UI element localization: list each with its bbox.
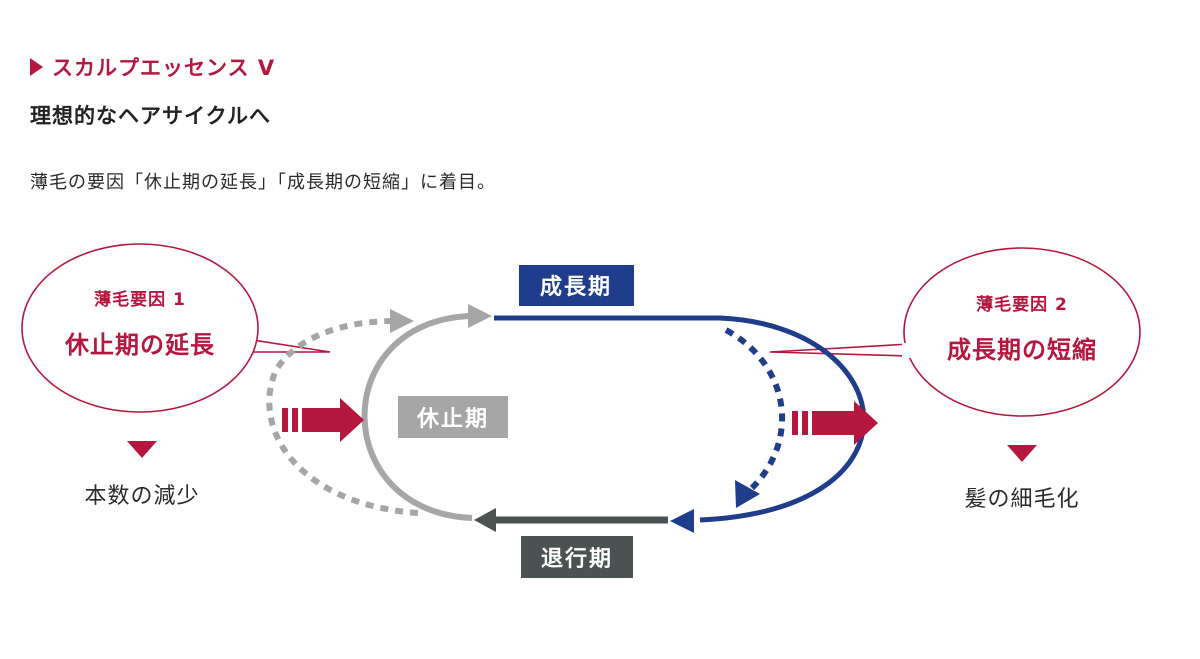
subtitle: 理想的なヘアサイクルへ [30, 104, 271, 128]
right-bubble-title: 成長期の短縮 [947, 336, 1097, 364]
right-down-triangle-icon [1007, 445, 1037, 462]
resting-phase-text: 休止期 [416, 407, 489, 432]
extended-resting-dotted-path [266, 318, 419, 516]
right-bubble-label: 薄毛要因 2 [976, 294, 1068, 315]
triangle-bullet-icon [30, 58, 43, 76]
resting-phase-arc [361, 313, 473, 521]
resting-phase-label: 休止期 [398, 396, 508, 438]
left-result-text: 本数の減少 [84, 484, 199, 509]
left-down-triangle-icon [127, 441, 157, 458]
left-bubble-ellipse [21, 243, 259, 413]
left-red-arrow [282, 398, 364, 442]
right-result-text: 髪の細毛化 [964, 487, 1079, 512]
left-bubble-label: 薄毛要因 1 [94, 289, 186, 310]
growth-arrowhead-icon [670, 509, 694, 533]
growth-phase-text: 成長期 [540, 275, 612, 300]
regression-phase-label: 退行期 [521, 536, 633, 578]
growth-phase-label: 成長期 [519, 265, 634, 306]
regression-phase-text: 退行期 [541, 546, 613, 572]
left-bubble-title: 休止期の延長 [64, 331, 215, 359]
right-bubble: 薄毛要因 2 成長期の短縮 [769, 247, 1141, 417]
dotted-growth-arrowhead-icon [735, 480, 760, 508]
section-title: スカルプエッセンス V [52, 56, 276, 80]
right-bubble-ellipse [903, 247, 1141, 417]
right-red-arrow [792, 401, 878, 445]
right-bubble-tail [769, 343, 911, 357]
resting-arrowhead-icon [468, 304, 492, 328]
left-bubble: 薄毛要因 1 休止期の延長 [21, 243, 331, 413]
dotted-arrowhead-icon [390, 309, 414, 333]
lead-text: 薄毛の要因「休止期の延長」「成長期の短縮」に着目。 [30, 172, 496, 193]
section-heading: スカルプエッセンス V [30, 52, 275, 82]
shortened-growth-dotted-path [724, 327, 786, 491]
regression-arrowhead-icon [474, 508, 496, 532]
growth-phase-path [494, 315, 867, 523]
